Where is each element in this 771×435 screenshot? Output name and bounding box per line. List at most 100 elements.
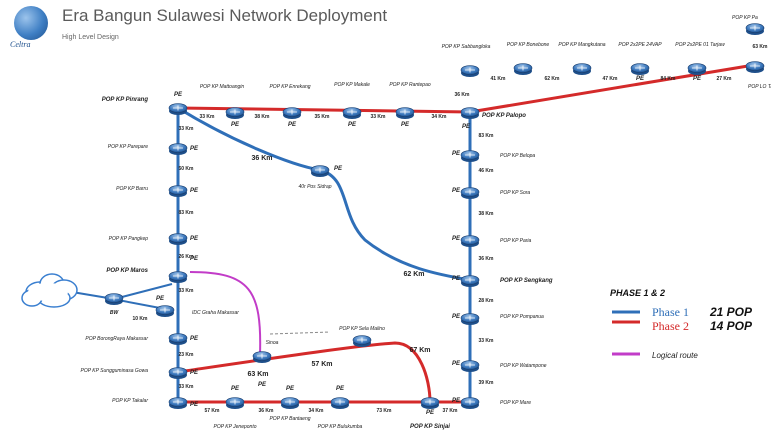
distance-label: 38 Km	[254, 114, 270, 120]
node-label: POP KP Pa	[732, 15, 758, 21]
dashed-link	[269, 331, 331, 335]
router-icon	[168, 103, 188, 115]
phase1-link	[177, 106, 471, 282]
pe-tag: PE	[426, 410, 435, 416]
node-label: POP KP Pangkep	[109, 236, 149, 242]
pe-tag: PE	[334, 166, 343, 172]
distance-label: 36 Km	[478, 256, 494, 262]
pe-tag: PE	[156, 296, 165, 302]
node-label: POP KP Mangkutana	[558, 42, 605, 48]
router-arrows	[577, 65, 587, 71]
distance-label: 73 Km	[376, 408, 392, 414]
distance-label: 84 Km	[660, 76, 676, 82]
node-label: POP KP Palopo	[482, 113, 526, 119]
pe-tag: PE	[190, 146, 199, 152]
legend-phase2-label: Phase 2	[652, 319, 689, 333]
node-label: POP KP Enrekang	[269, 84, 310, 90]
router-icon	[168, 185, 188, 197]
distance-label: 34 Km	[308, 408, 324, 414]
node-label: POP 2x2PE 24VAP	[618, 42, 662, 48]
pe-tag: PE	[693, 76, 702, 82]
distance-label: 26 Km	[178, 254, 194, 260]
pe-tag: PE	[452, 236, 461, 242]
router-arrows	[173, 335, 183, 341]
router-icon	[330, 397, 350, 409]
node-label: POP KP Parepare	[108, 144, 148, 150]
router-icon	[420, 397, 440, 409]
distance-label: 36 Km	[258, 408, 274, 414]
router-arrows	[285, 399, 295, 405]
node-label: POP KP Barru	[116, 186, 148, 192]
pe-tag: PE	[190, 236, 199, 242]
pe-tag: PE	[258, 382, 267, 388]
node-label: POP KP Bonebone	[507, 42, 550, 48]
router-icon	[310, 165, 330, 177]
pe-tag: PE	[452, 188, 461, 194]
router-icon	[168, 367, 188, 379]
router-arrows	[357, 337, 367, 343]
router-arrows	[465, 277, 475, 283]
distance-label: 63 Km	[247, 371, 268, 378]
phase2-link	[177, 106, 471, 114]
node-label: POP KP Sinjai	[410, 424, 450, 430]
router-arrows	[315, 167, 325, 173]
router-icon	[342, 107, 362, 119]
distance-label: 62 Km	[403, 271, 424, 278]
router-arrows	[160, 307, 170, 313]
phase2-link	[177, 341, 432, 403]
node-label: POP KP Rantepao	[389, 82, 431, 88]
node-label: POP KP Makale	[334, 82, 370, 88]
router-nodes	[21, 23, 765, 409]
router-arrows	[173, 273, 183, 279]
router-icon	[745, 61, 765, 73]
pe-tag: PE	[190, 256, 199, 262]
company-logo	[14, 6, 48, 40]
pe-tag: PE	[190, 402, 199, 408]
pe-tag: PE	[452, 276, 461, 282]
node-label: POP KP Watampone	[500, 363, 547, 369]
legend-phase1-label: Phase 1	[652, 305, 689, 319]
node-label: POP KP Sungguminasa Gowa	[81, 368, 149, 374]
node-label: IDC Graha Makassar	[192, 310, 239, 316]
pe-tag: PE	[462, 124, 471, 130]
pe-tag: PE	[452, 314, 461, 320]
distance-label: 34 Km	[431, 114, 447, 120]
router-icon	[460, 360, 480, 372]
router-arrows	[173, 369, 183, 375]
distance-label: 38 Km	[478, 211, 494, 217]
node-label: POP KP Sora	[500, 190, 530, 196]
node-label: POP KP Takalar	[112, 398, 148, 404]
node-label: POP KP Mattoangin	[200, 84, 245, 90]
node-label: POP BorongRaya Makassar	[85, 336, 148, 342]
distance-label: 33 Km	[178, 384, 194, 390]
router-arrows	[465, 362, 475, 368]
pe-tag: PE	[401, 122, 410, 128]
node-label: POP KP Sengkang	[500, 278, 553, 284]
pe-tag: PE	[452, 398, 461, 404]
node-label: 40r Pos Sidrap	[298, 184, 331, 190]
router-icon	[252, 351, 272, 363]
router-icon	[460, 313, 480, 325]
node-label: POP KP Jeneponto	[214, 424, 257, 430]
node-label: POP KP Bulukumba	[318, 424, 363, 430]
pe-tag: PE	[190, 370, 199, 376]
router-icon	[168, 143, 188, 155]
router-icon	[352, 335, 372, 347]
router-icon	[460, 397, 480, 409]
node-label: BW	[110, 310, 120, 316]
distance-label: 10 Km	[132, 316, 148, 322]
router-arrows	[173, 145, 183, 151]
node-label: POP KP Maros	[106, 268, 148, 274]
router-arrows	[287, 109, 297, 115]
header: Celtra Era Bangun Sulawesi Network Deplo…	[0, 0, 771, 60]
router-icon	[225, 397, 245, 409]
distance-label: 67 Km	[409, 347, 430, 354]
legend-logical-label: Logical route	[652, 351, 698, 360]
router-arrows	[465, 152, 475, 158]
page-title: Era Bangun Sulawesi Network Deployment	[62, 6, 388, 25]
page-subtitle: High Level Design	[62, 34, 119, 41]
pe-tag: PE	[231, 122, 240, 128]
router-arrows	[465, 67, 475, 73]
router-icon	[460, 275, 480, 287]
